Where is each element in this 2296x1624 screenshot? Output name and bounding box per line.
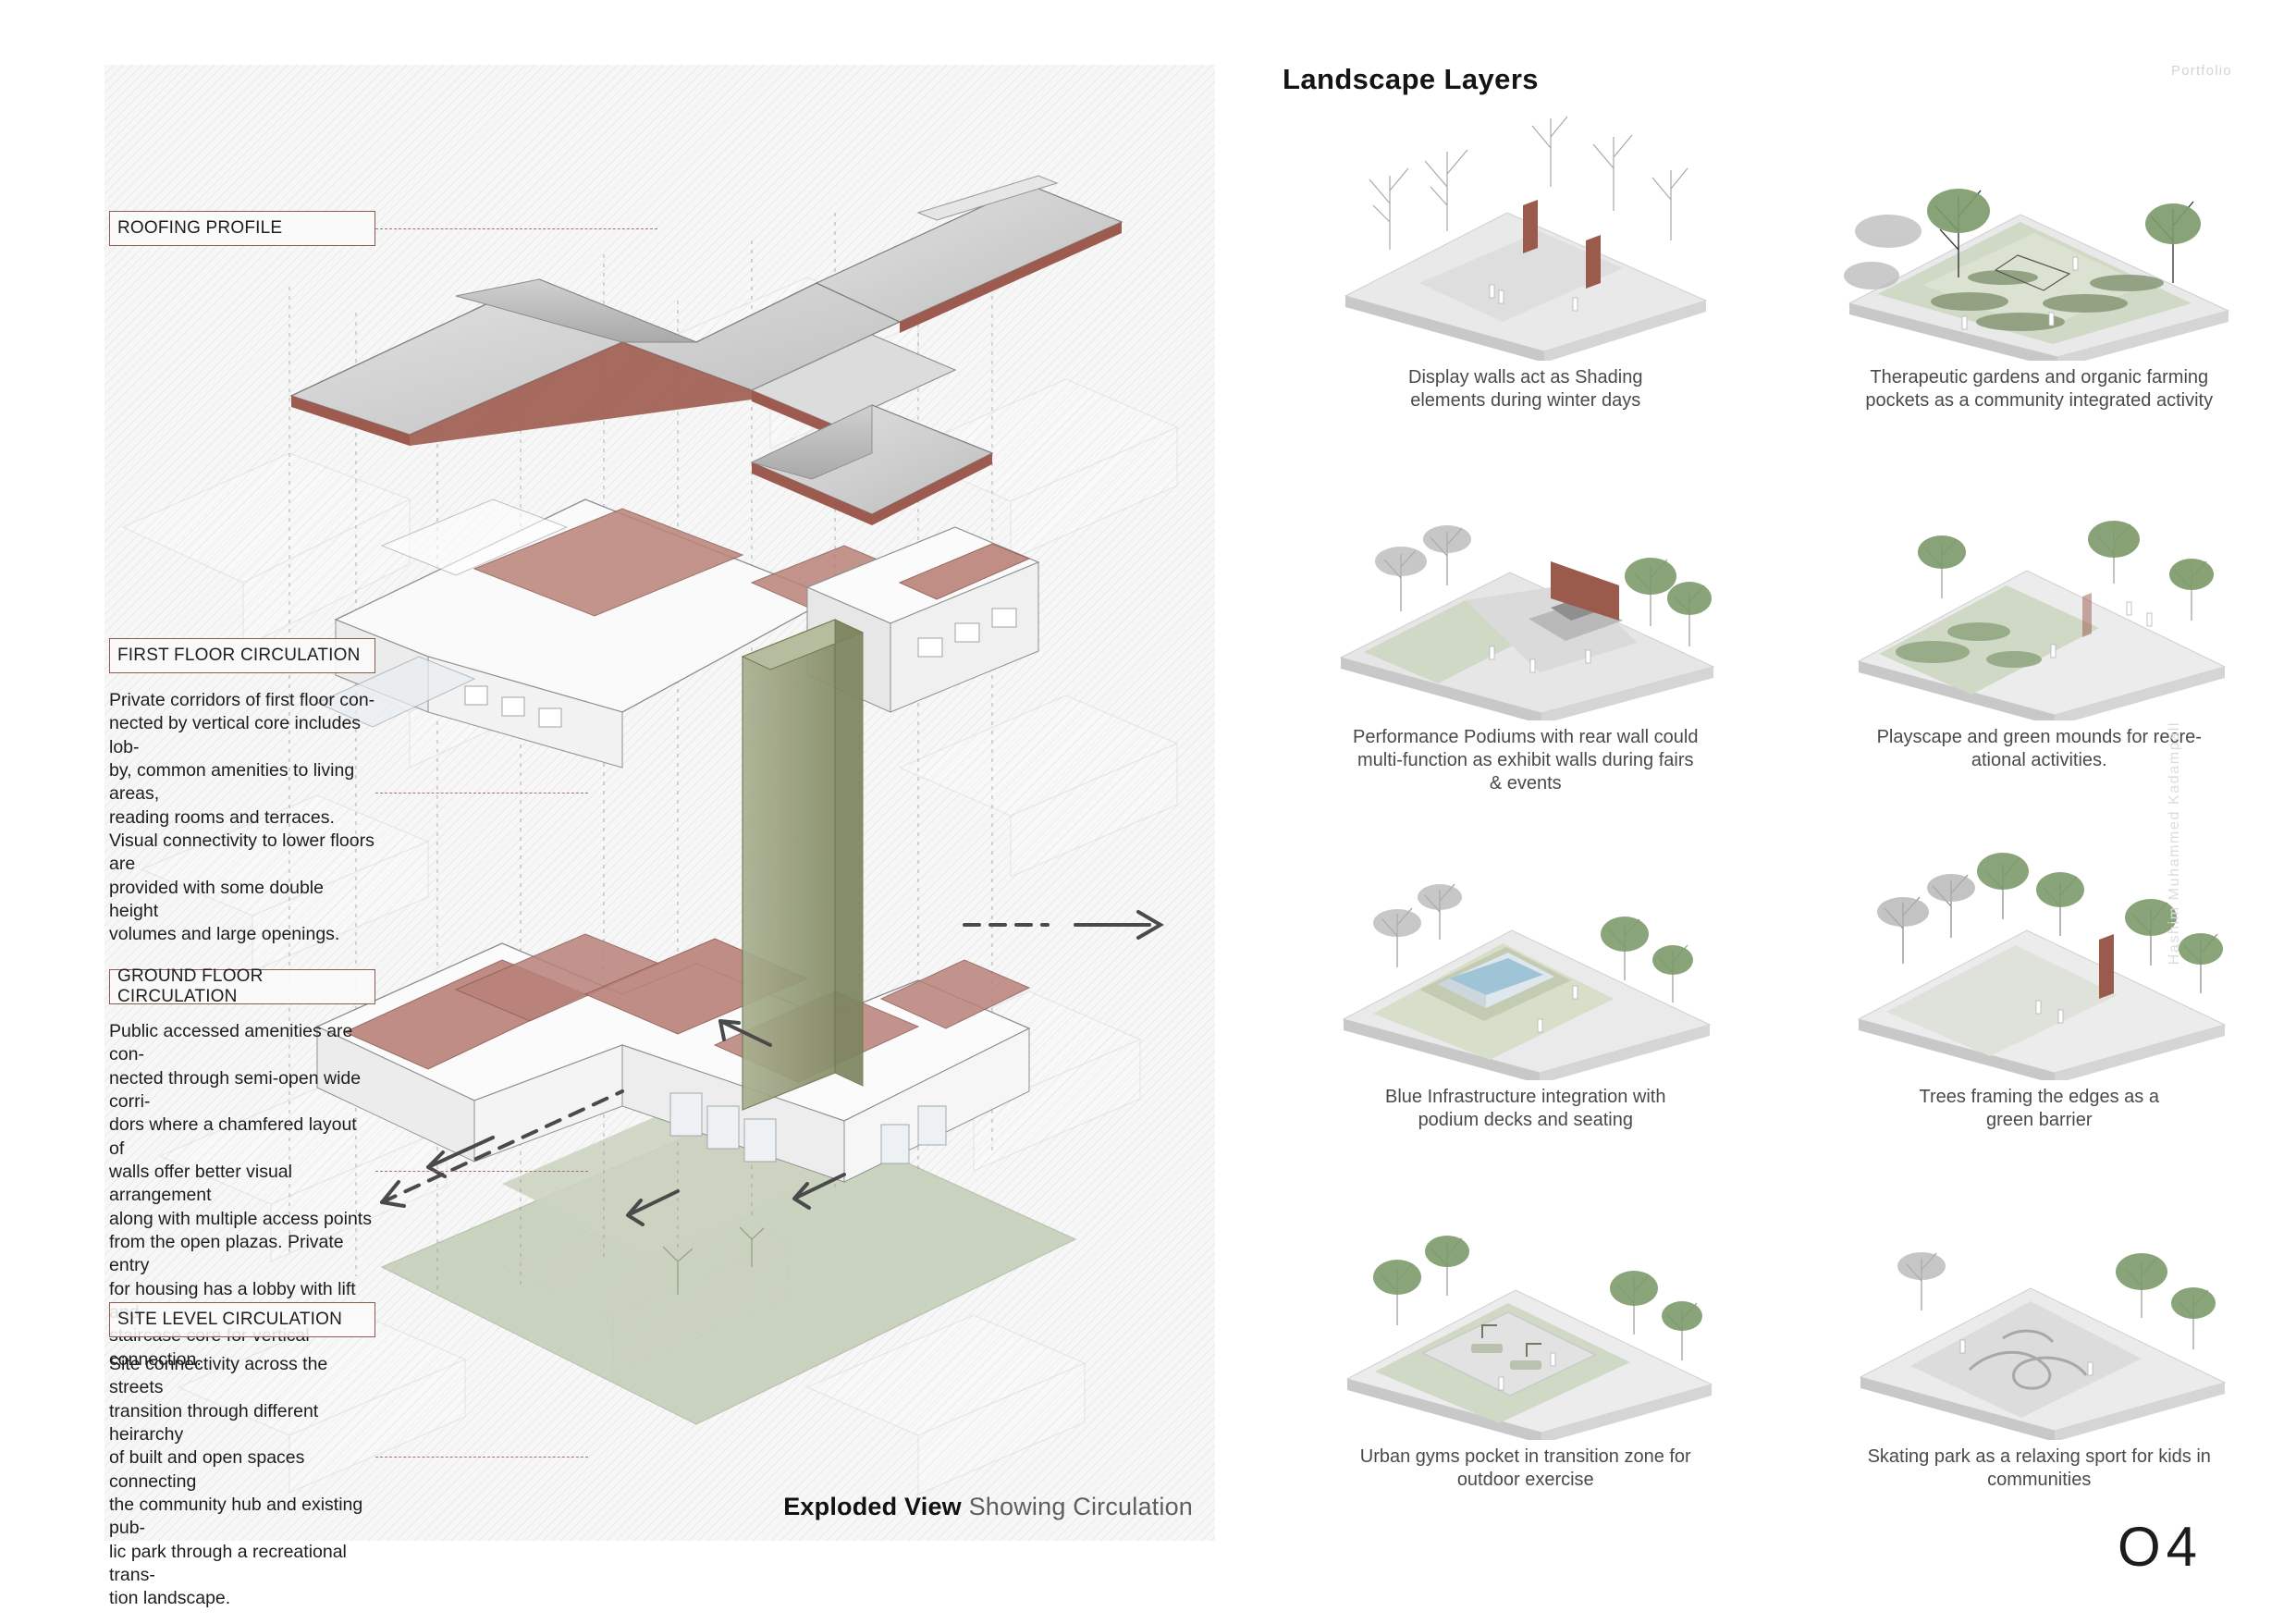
performance-podiums-diagram	[1308, 461, 1743, 720]
landscape-tile-skating-park[interactable]: Skating park as a relaxing sport for kid…	[1783, 1181, 2296, 1541]
playscape-diagram	[1822, 461, 2256, 720]
therapeutic-gardens-diagram	[1822, 102, 2256, 361]
landscape-layers-title: Landscape Layers	[1283, 63, 1539, 95]
callout-roofing-leader-line	[375, 228, 657, 229]
vertical-circulation-core	[741, 619, 865, 1111]
landscape-tile-display-walls[interactable]: Display walls act as Shading elements du…	[1269, 102, 1783, 461]
landscape-tile-trees-framing[interactable]: Trees framing the edges as a green barri…	[1783, 821, 2296, 1181]
landscape-tile-playscape[interactable]: Playscape and green mounds for recre- at…	[1783, 461, 2296, 821]
landscape-tile-performance-podiums[interactable]: Performance Podiums with rear wall could…	[1269, 461, 1783, 821]
exploded-view-caption-bold: Exploded View	[783, 1493, 962, 1520]
skating-park-diagram	[1822, 1181, 2256, 1440]
page-number: O4	[2118, 1516, 2204, 1578]
author-name-vertical: Hashim Muhammed Kadampall	[2167, 721, 2182, 966]
blue-infrastructure-caption: Blue Infrastructure integration with pod…	[1385, 1087, 1666, 1130]
urban-gyms-diagram	[1308, 1181, 1743, 1440]
portfolio-tag: Portfolio	[2171, 63, 2232, 79]
urban-gyms-caption: Urban gyms pocket in transition zone for…	[1359, 1446, 1691, 1490]
callout-roofing-profile: ROOFING PROFILE	[109, 211, 657, 246]
landscape-layers-panel: Landscape Layers	[1269, 0, 2296, 1624]
exploded-axonometric-drawing	[121, 175, 1179, 1495]
circulation-arrows	[380, 910, 1164, 1226]
callout-ground-floor-label-box: GROUND FLOOR CIRCULATION	[109, 966, 588, 1172]
callout-first-floor-leader-line	[375, 792, 588, 794]
callout-site-level-leader-line	[375, 1456, 588, 1458]
landscape-tile-therapeutic-gardens[interactable]: Therapeutic gardens and organic farming …	[1783, 102, 2296, 461]
callout-first-floor-label: FIRST FLOOR CIRCULATION	[117, 646, 361, 665]
skating-park-caption: Skating park as a relaxing sport for kid…	[1867, 1446, 2211, 1490]
ground-floor-layer	[315, 933, 1031, 1183]
roof-layer	[289, 175, 1123, 525]
exploded-view-panel	[104, 65, 1215, 1541]
trees-framing-diagram	[1822, 821, 2256, 1080]
callout-ground-floor: GROUND FLOOR CIRCULATION Public accessed…	[109, 966, 588, 1372]
callout-site-level-body: Site connectivity across the streets tra…	[109, 1354, 363, 1609]
callout-first-floor-label-box: FIRST FLOOR CIRCULATION	[109, 638, 588, 794]
callout-first-floor: FIRST FLOOR CIRCULATION Private corridor…	[109, 638, 588, 947]
callout-roofing-label-box: ROOFING PROFILE	[109, 211, 657, 246]
landscape-tile-urban-gyms[interactable]: Urban gyms pocket in transition zone for…	[1269, 1181, 1783, 1541]
callout-site-level-label-box: SITE LEVEL CIRCULATION	[109, 1302, 588, 1458]
callout-roofing-label: ROOFING PROFILE	[117, 218, 283, 238]
callout-ground-floor-body: Public accessed amenities are con- necte…	[109, 1021, 372, 1370]
playscape-caption: Playscape and green mounds for recre- at…	[1876, 727, 2202, 770]
blue-infrastructure-diagram	[1308, 821, 1743, 1080]
callout-first-floor-body: Private corridors of first floor con- ne…	[109, 690, 375, 945]
performance-podiums-caption: Performance Podiums with rear wall could…	[1353, 727, 1699, 794]
callout-ground-floor-leader-line	[375, 1170, 588, 1172]
callout-site-level: SITE LEVEL CIRCULATION Site connectivity…	[109, 1302, 588, 1611]
display-walls-caption: Display walls act as Shading elements du…	[1408, 367, 1643, 411]
exploded-view-caption: Exploded View Showing Circulation	[0, 1493, 1193, 1521]
therapeutic-gardens-caption: Therapeutic gardens and organic farming …	[1865, 367, 2214, 411]
first-floor-layer	[315, 498, 1040, 769]
landscape-tile-grid: Display walls act as Shading elements du…	[1269, 102, 2296, 1541]
callout-ground-floor-label: GROUND FLOOR CIRCULATION	[117, 966, 264, 1006]
display-walls-diagram	[1308, 102, 1743, 361]
trees-framing-caption: Trees framing the edges as a green barri…	[1919, 1087, 2159, 1130]
exploded-view-caption-light: Showing Circulation	[961, 1493, 1193, 1520]
callout-site-level-label: SITE LEVEL CIRCULATION	[117, 1310, 343, 1329]
landscape-tile-blue-infrastructure[interactable]: Blue Infrastructure integration with pod…	[1269, 821, 1783, 1181]
